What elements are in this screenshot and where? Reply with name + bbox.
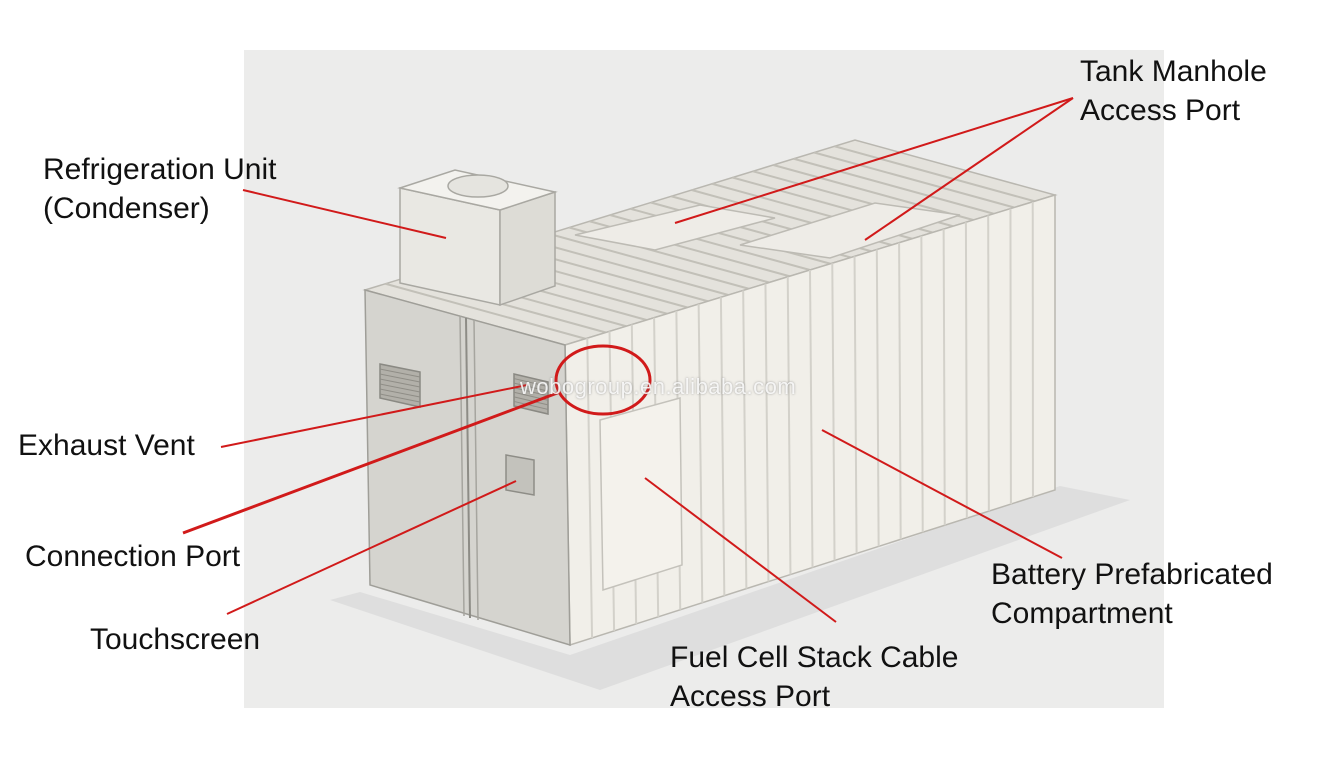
side-rib [742, 290, 748, 589]
vent-louvre [513, 400, 549, 410]
label-fuel-cell-stack-cable-access-port: Fuel Cell Stack Cable Access Port [670, 641, 959, 713]
side-rib [809, 269, 814, 568]
ground-shadow [330, 486, 1130, 690]
door-seam [465, 317, 471, 619]
vent-louvre [513, 382, 549, 392]
roof-rib [385, 282, 586, 340]
vent-louvre [379, 388, 421, 398]
manhole-panel-front [574, 204, 776, 251]
vent-louvre [513, 396, 549, 406]
side-rib [764, 283, 770, 582]
label-connection-port: Connection Port [25, 540, 241, 573]
vent-louvre [379, 368, 421, 378]
vent-louvre [379, 383, 421, 393]
side-rib [719, 297, 726, 596]
side-rib [964, 222, 968, 519]
vent-louvre [513, 378, 549, 388]
leader-battery [821, 429, 1063, 559]
side-rib [920, 235, 924, 533]
roof-rib [773, 164, 974, 221]
label-exhaust-vent: Exhaust Vent [18, 429, 195, 462]
manhole-panel-rear [739, 202, 961, 259]
fuel-cell-access-panel [599, 397, 683, 592]
label-refrigeration-unit: Refrigeration Unit (Condenser) [43, 153, 277, 225]
connection-port-highlight [554, 344, 652, 416]
side-rib [697, 304, 704, 603]
leader-tank-manhole-2 [864, 97, 1074, 241]
leader-fuel-cell [644, 477, 837, 623]
vent-louvre [513, 387, 549, 397]
vent-louvre [379, 378, 421, 388]
side-rib [586, 338, 594, 638]
watermark-text: wobogroup.en.alibaba.com [520, 374, 797, 399]
label-tank-manhole-access-port: Tank Manhole Access Port [1080, 55, 1267, 127]
label-touchscreen: Touchscreen [90, 623, 261, 656]
leader-touchscreen [226, 480, 517, 615]
roof-rib [793, 157, 995, 215]
condenser-fan [447, 174, 509, 198]
leader-refrigeration [242, 189, 447, 239]
roof-rib [528, 239, 729, 296]
leader-exhaust-vent [220, 384, 528, 448]
side-rib [831, 263, 836, 561]
condenser-side [499, 190, 556, 307]
label-battery-prefabricated-compartment: Battery Prefabricated Compartment [991, 558, 1273, 630]
vent-louvre [379, 393, 421, 403]
side-rib [898, 242, 902, 540]
touchscreen-box [505, 454, 535, 496]
vent-louvre [379, 373, 421, 383]
leader-tank-manhole-1 [674, 97, 1074, 224]
side-rib [942, 229, 946, 526]
exhaust-vent-right [513, 373, 549, 415]
roof-rib [813, 151, 1015, 209]
side-rib [987, 215, 990, 512]
leader-connection-port [182, 390, 561, 535]
side-rib [875, 249, 880, 547]
side-rib [853, 256, 858, 554]
side-rib [786, 276, 792, 575]
roof-rib [834, 145, 1035, 203]
roof-rib [548, 232, 750, 290]
